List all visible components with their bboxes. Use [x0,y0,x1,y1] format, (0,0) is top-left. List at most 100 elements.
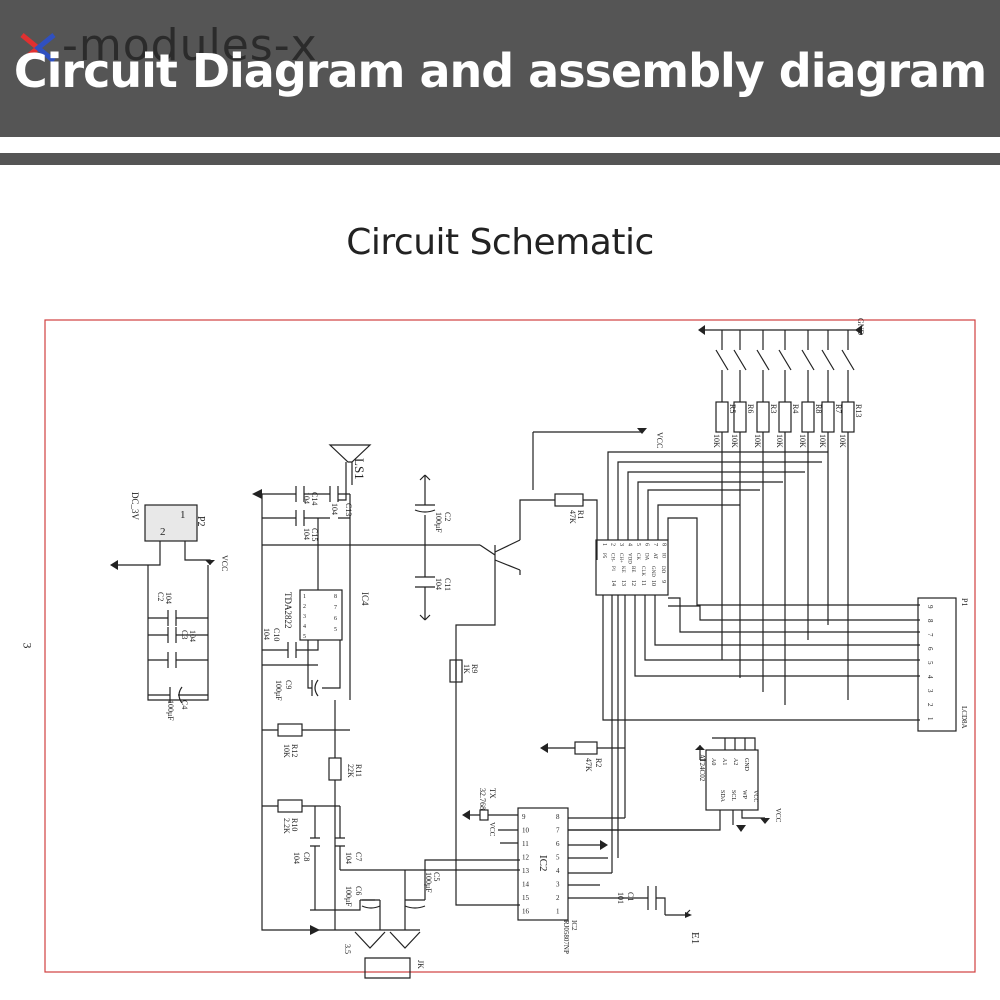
r6-value: 10K [730,434,739,448]
r8-value: 10K [798,434,807,448]
c4-label: C4 [180,700,189,709]
mcu-pin-label: 14 [610,580,616,586]
ic2-pin-label: 12 [522,854,530,862]
r11-label: R11 [354,764,363,777]
mcu-pin-name: CH- [610,553,615,562]
r8-label: R8 [814,404,823,413]
mcu-pin-label: 3 [618,543,624,546]
p1-pin-label: 5 [926,661,934,665]
c1-label: C1 [626,892,635,901]
ic4-pin-label: 5 [334,627,337,633]
ground-arrow-icon [698,325,705,335]
lcd-label: LCD8A [960,706,968,729]
antenna-icon [685,912,692,918]
at24-label: AT24C02 [698,754,706,782]
r4-label: R4 [791,404,800,413]
ic2-part: RJ05807NP [562,920,570,954]
c2-value: 104 [164,592,173,604]
page-title: Circuit Diagram and assembly diagram [13,44,987,98]
r5-value: 10K [712,434,721,448]
r1-label: R1 [576,510,585,519]
p2-label: P2 [195,516,206,527]
ic2-pin-label: 6 [556,840,560,848]
c5-label: C5 [432,872,441,881]
r3-value: 10K [753,434,762,448]
r13-label: R13 [854,404,863,417]
mcu-pin-name: P1 [610,566,615,572]
ic2-pin-label: 9 [522,813,526,821]
vcc-arrow-icon [205,560,215,565]
mcu-pin-name: AT [652,553,657,559]
r4-value: 10K [775,434,784,448]
at24-pin-name: A2 [732,758,738,765]
mcu-pin-name: GND [650,566,655,577]
mcu-pin-label: 12 [630,580,636,586]
ground-arrow-icon [600,840,608,850]
e1-label: E1 [689,932,701,944]
mcu-pin-label: 7 [652,543,658,546]
mcu-pin-name: DA [644,553,649,561]
mcu-pin-name: CLK [640,566,645,576]
ls1-label: LS1 [352,458,367,480]
vcc-label-top: VCC [655,432,664,448]
mcu-pin-label: 9 [660,580,666,583]
p1-pin-label: 6 [926,647,934,651]
c9-value: 100μF [274,680,283,701]
section-title: Circuit Schematic [346,222,654,263]
r5-label: R5 [728,404,737,413]
ic4-chip [299,589,343,641]
mcu-pin-name: DD [660,566,665,574]
r12-value: 10K [282,744,291,758]
ground-arrow-icon [252,489,262,499]
mcu-pin-label: 11 [640,580,646,586]
ic2-pin-label: 11 [522,840,529,848]
at24-pin-name: A0 [710,758,716,765]
ic2-sub-label: IC2 [570,920,578,931]
ic4-pin-label: 5 [303,634,306,640]
ic2-pin-label: 2 [556,894,560,902]
c6-value: 100μF [344,886,353,907]
ic4-pin-label: 8 [334,594,337,600]
c13-label: C13 [344,503,353,516]
c7-label: C7 [354,852,363,861]
lcd-connector [917,597,957,732]
at24-pin-name: WP [741,790,747,800]
r2-label: R2 [594,758,603,767]
ic2-pin-label: 5 [556,854,560,862]
r12-label: R12 [290,744,299,757]
c7-value: 104 [344,852,353,864]
p2-connector [144,504,198,542]
vcc-arrow-icon [637,428,647,434]
mcu-pin-label: 1 [601,543,607,546]
watermark-text: -modules-x [62,20,318,71]
ic2-pin-label: 3 [556,881,560,889]
modules-x-logo-icon [20,33,56,63]
c10-value: 104 [262,628,271,640]
r6-label: R6 [746,404,755,413]
c9-label: C9 [284,680,293,689]
ic4-pin-label: 3 [303,614,306,620]
ground-arrow-icon [736,825,746,832]
r9-label: R9 [470,664,479,673]
c10-label: C10 [272,628,281,641]
mcu-pin-label: 8 [661,543,667,546]
header-separator [0,153,1000,165]
c15-value: 104 [302,528,311,540]
at24-pin-name: A1 [721,758,727,765]
vcc-arrow-icon [760,818,770,824]
ground-arrow-icon [310,925,320,935]
mcu-pin-label: 5 [635,543,641,546]
ground-arrow-icon [462,810,470,820]
jack-label: JK [416,960,425,969]
at24-pin-name: VCC [752,790,758,802]
ic4-pin-label: 1 [303,594,306,600]
mcu-pin-label: 13 [620,580,626,586]
c2-label: C2 [156,592,165,601]
mcu-chip [595,539,669,596]
watermark: -modules-x [18,20,318,71]
vcc-label-tx: VCC [488,822,496,837]
r13-value: 10K [838,434,847,448]
r9-value: 1K [462,664,471,674]
schematic-frame [44,319,976,973]
